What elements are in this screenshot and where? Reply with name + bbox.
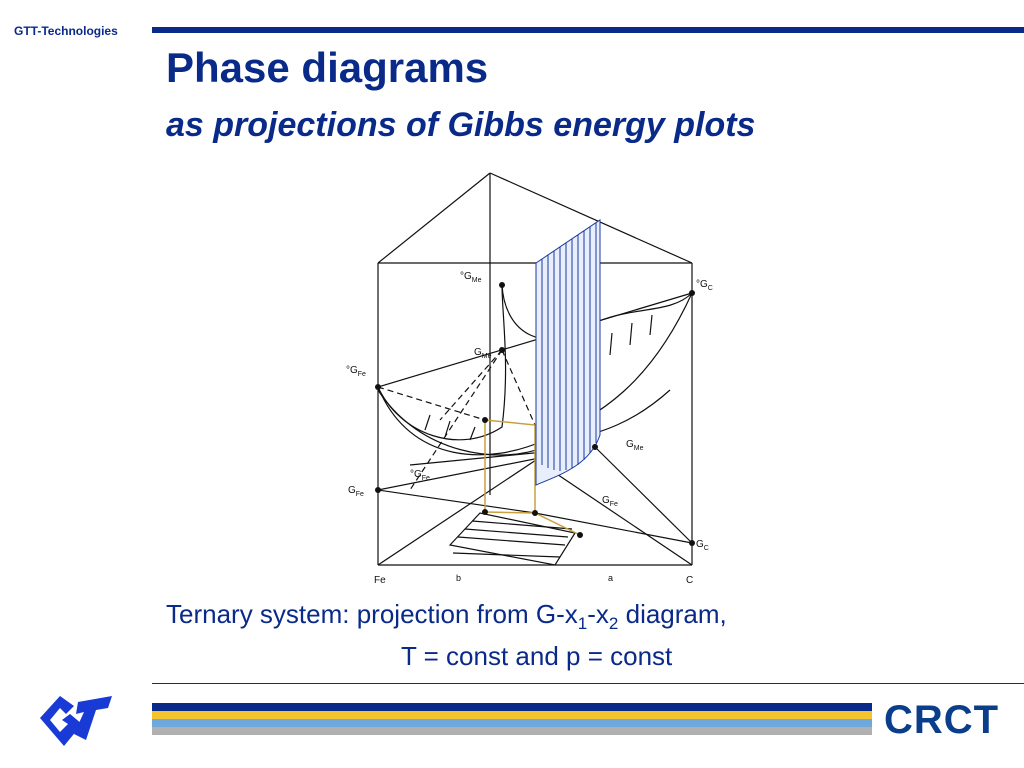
gtt-logo-icon <box>40 696 112 746</box>
tangent-plane-upper <box>377 292 693 388</box>
prism-apex-left <box>377 172 491 264</box>
caption: Ternary system: projection from G-x1-x2 … <box>166 598 986 672</box>
prism-apex-right <box>489 172 693 264</box>
compound-sheet <box>535 219 601 486</box>
slide-subtitle: as projections of Gibbs energy plots <box>166 106 756 144</box>
label-gbar-me: GMe <box>474 347 492 360</box>
label-g-c: °GC <box>696 279 713 292</box>
top-rule <box>152 27 1024 33</box>
footer-stripes <box>152 703 872 735</box>
axis-label-a: a <box>608 573 613 583</box>
stripe-lightblue <box>152 719 872 727</box>
axis-label-b: b <box>456 573 461 583</box>
caption-line1: Ternary system: projection from G-x1-x2 … <box>166 599 727 634</box>
dashed-lines <box>377 349 536 491</box>
slide-title: Phase diagrams <box>166 44 489 91</box>
label-gbar-fe: GFe <box>348 485 364 498</box>
label-gbar-mea-cb: GMe <box>626 439 644 452</box>
axis-label-fe: Fe <box>374 575 386 586</box>
surface-fe-me <box>377 284 507 441</box>
stripe-gray <box>152 727 872 735</box>
stripe-gold <box>152 711 872 719</box>
label-g-me: °GMe <box>460 271 482 284</box>
label-gbar-fea-cb: GFe <box>602 495 618 508</box>
caption-line2: T = const and p = const <box>401 641 673 672</box>
axis-label-c: C <box>686 575 693 586</box>
label-g-fe: °GFe <box>346 365 366 378</box>
crct-logo: CRCT <box>884 698 1000 742</box>
label-gbar-c: GC <box>696 539 709 552</box>
stripe-navy <box>152 703 872 711</box>
brand-label: GTT-Technologies <box>14 24 118 38</box>
bottom-rule <box>152 683 1024 684</box>
label-g-fea-cb: °GFe <box>410 469 430 482</box>
gibbs-energy-diagram: °GMe °GC °GFe GMe °GFe GMe GFe GFe GC Fe… <box>346 172 713 586</box>
